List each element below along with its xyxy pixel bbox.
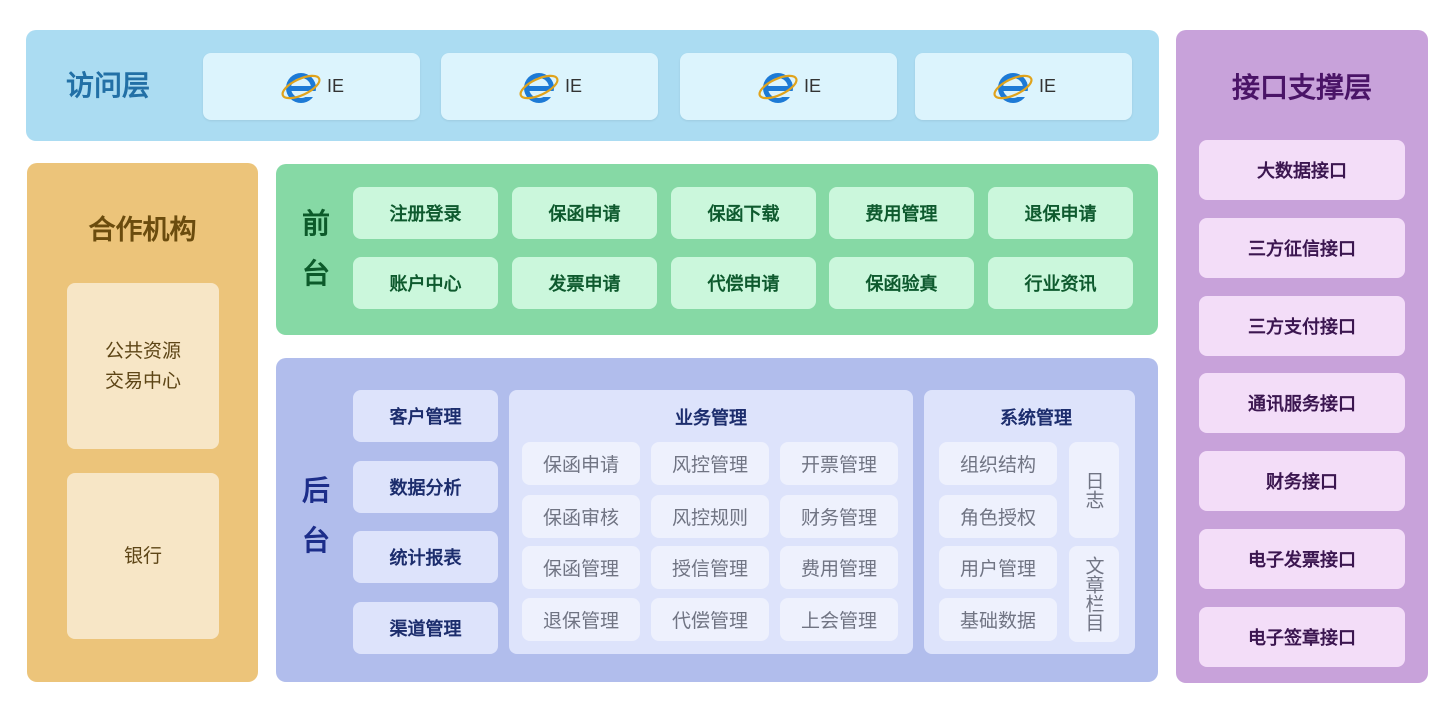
- partner-card-line: 公共资源: [104, 340, 181, 362]
- backend-title-char: 台: [301, 524, 330, 557]
- backend-title: 后 台: [296, 466, 336, 566]
- ie-icon: [281, 72, 321, 103]
- backend-module: 客户管理: [353, 390, 498, 442]
- access-layer-title: 访问层: [66, 69, 151, 102]
- backend-module: 数据分析: [353, 461, 498, 513]
- business-item: 退保管理: [522, 598, 640, 641]
- frontend-module: 退保申请: [988, 187, 1133, 239]
- system-management-title: 系统管理: [1000, 408, 1072, 429]
- interface-item: 财务接口: [1199, 451, 1405, 511]
- system-item: 角色授权: [939, 495, 1057, 538]
- frontend-title: 前 台: [296, 199, 336, 299]
- interface-item: 三方征信接口: [1199, 218, 1405, 278]
- business-item: 财务管理: [780, 495, 898, 538]
- interface-item: 电子签章接口: [1199, 607, 1405, 667]
- ie-icon: [519, 72, 559, 103]
- frontend-module: 行业资讯: [988, 257, 1133, 309]
- ie-icon: [993, 72, 1033, 103]
- business-item: 开票管理: [780, 442, 898, 485]
- frontend-module: 代偿申请: [671, 257, 816, 309]
- interface-layer-title: 接口支撑层: [1231, 71, 1372, 104]
- frontend-module: 保函验真: [829, 257, 974, 309]
- system-item-log: 日志: [1069, 442, 1119, 538]
- frontend-module: 发票申请: [512, 257, 657, 309]
- system-item: 用户管理: [939, 546, 1057, 589]
- interface-item: 大数据接口: [1199, 140, 1405, 200]
- browser-card-3: IE: [680, 53, 897, 120]
- ie-icon: [758, 72, 798, 103]
- business-item: 上会管理: [780, 598, 898, 641]
- business-item: 授信管理: [651, 546, 769, 589]
- business-item: 代偿管理: [651, 598, 769, 641]
- partner-card-line: 银行: [123, 545, 162, 567]
- browser-label: IE: [564, 76, 582, 96]
- frontend-title-char: 前: [301, 207, 330, 240]
- business-item: 费用管理: [780, 546, 898, 589]
- business-item: 风控规则: [651, 495, 769, 538]
- business-management-title: 业务管理: [675, 408, 747, 429]
- business-item: 风控管理: [651, 442, 769, 485]
- frontend-module: 费用管理: [829, 187, 974, 239]
- frontend-module: 注册登录: [353, 187, 498, 239]
- interface-item: 电子发票接口: [1199, 529, 1405, 589]
- backend-module: 渠道管理: [353, 602, 498, 654]
- frontend-title-char: 台: [301, 257, 330, 290]
- business-item: 保函管理: [522, 546, 640, 589]
- system-item: 组织结构: [939, 442, 1057, 485]
- partner-card-line: 交易中心: [104, 370, 181, 392]
- browser-card-4: IE: [915, 53, 1132, 120]
- partner-card-exchange: 公共资源 交易中心: [67, 283, 219, 449]
- system-item: 基础数据: [939, 598, 1057, 641]
- browser-label: IE: [803, 76, 821, 96]
- partner-title: 合作机构: [88, 215, 197, 246]
- frontend-module: 保函下载: [671, 187, 816, 239]
- frontend-module: 保函申请: [512, 187, 657, 239]
- browser-card-1: IE: [203, 53, 420, 120]
- browser-label: IE: [1038, 76, 1056, 96]
- partner-card-bank: 银行: [67, 473, 219, 639]
- backend-title-char: 后: [301, 474, 330, 507]
- business-item: 保函审核: [522, 495, 640, 538]
- interface-item: 三方支付接口: [1199, 296, 1405, 356]
- backend-module: 统计报表: [353, 531, 498, 583]
- browser-label: IE: [326, 76, 344, 96]
- browser-card-2: IE: [441, 53, 658, 120]
- interface-item: 通讯服务接口: [1199, 373, 1405, 433]
- system-item-article-columns: 文章栏目: [1069, 546, 1119, 642]
- business-item: 保函申请: [522, 442, 640, 485]
- frontend-module: 账户中心: [353, 257, 498, 309]
